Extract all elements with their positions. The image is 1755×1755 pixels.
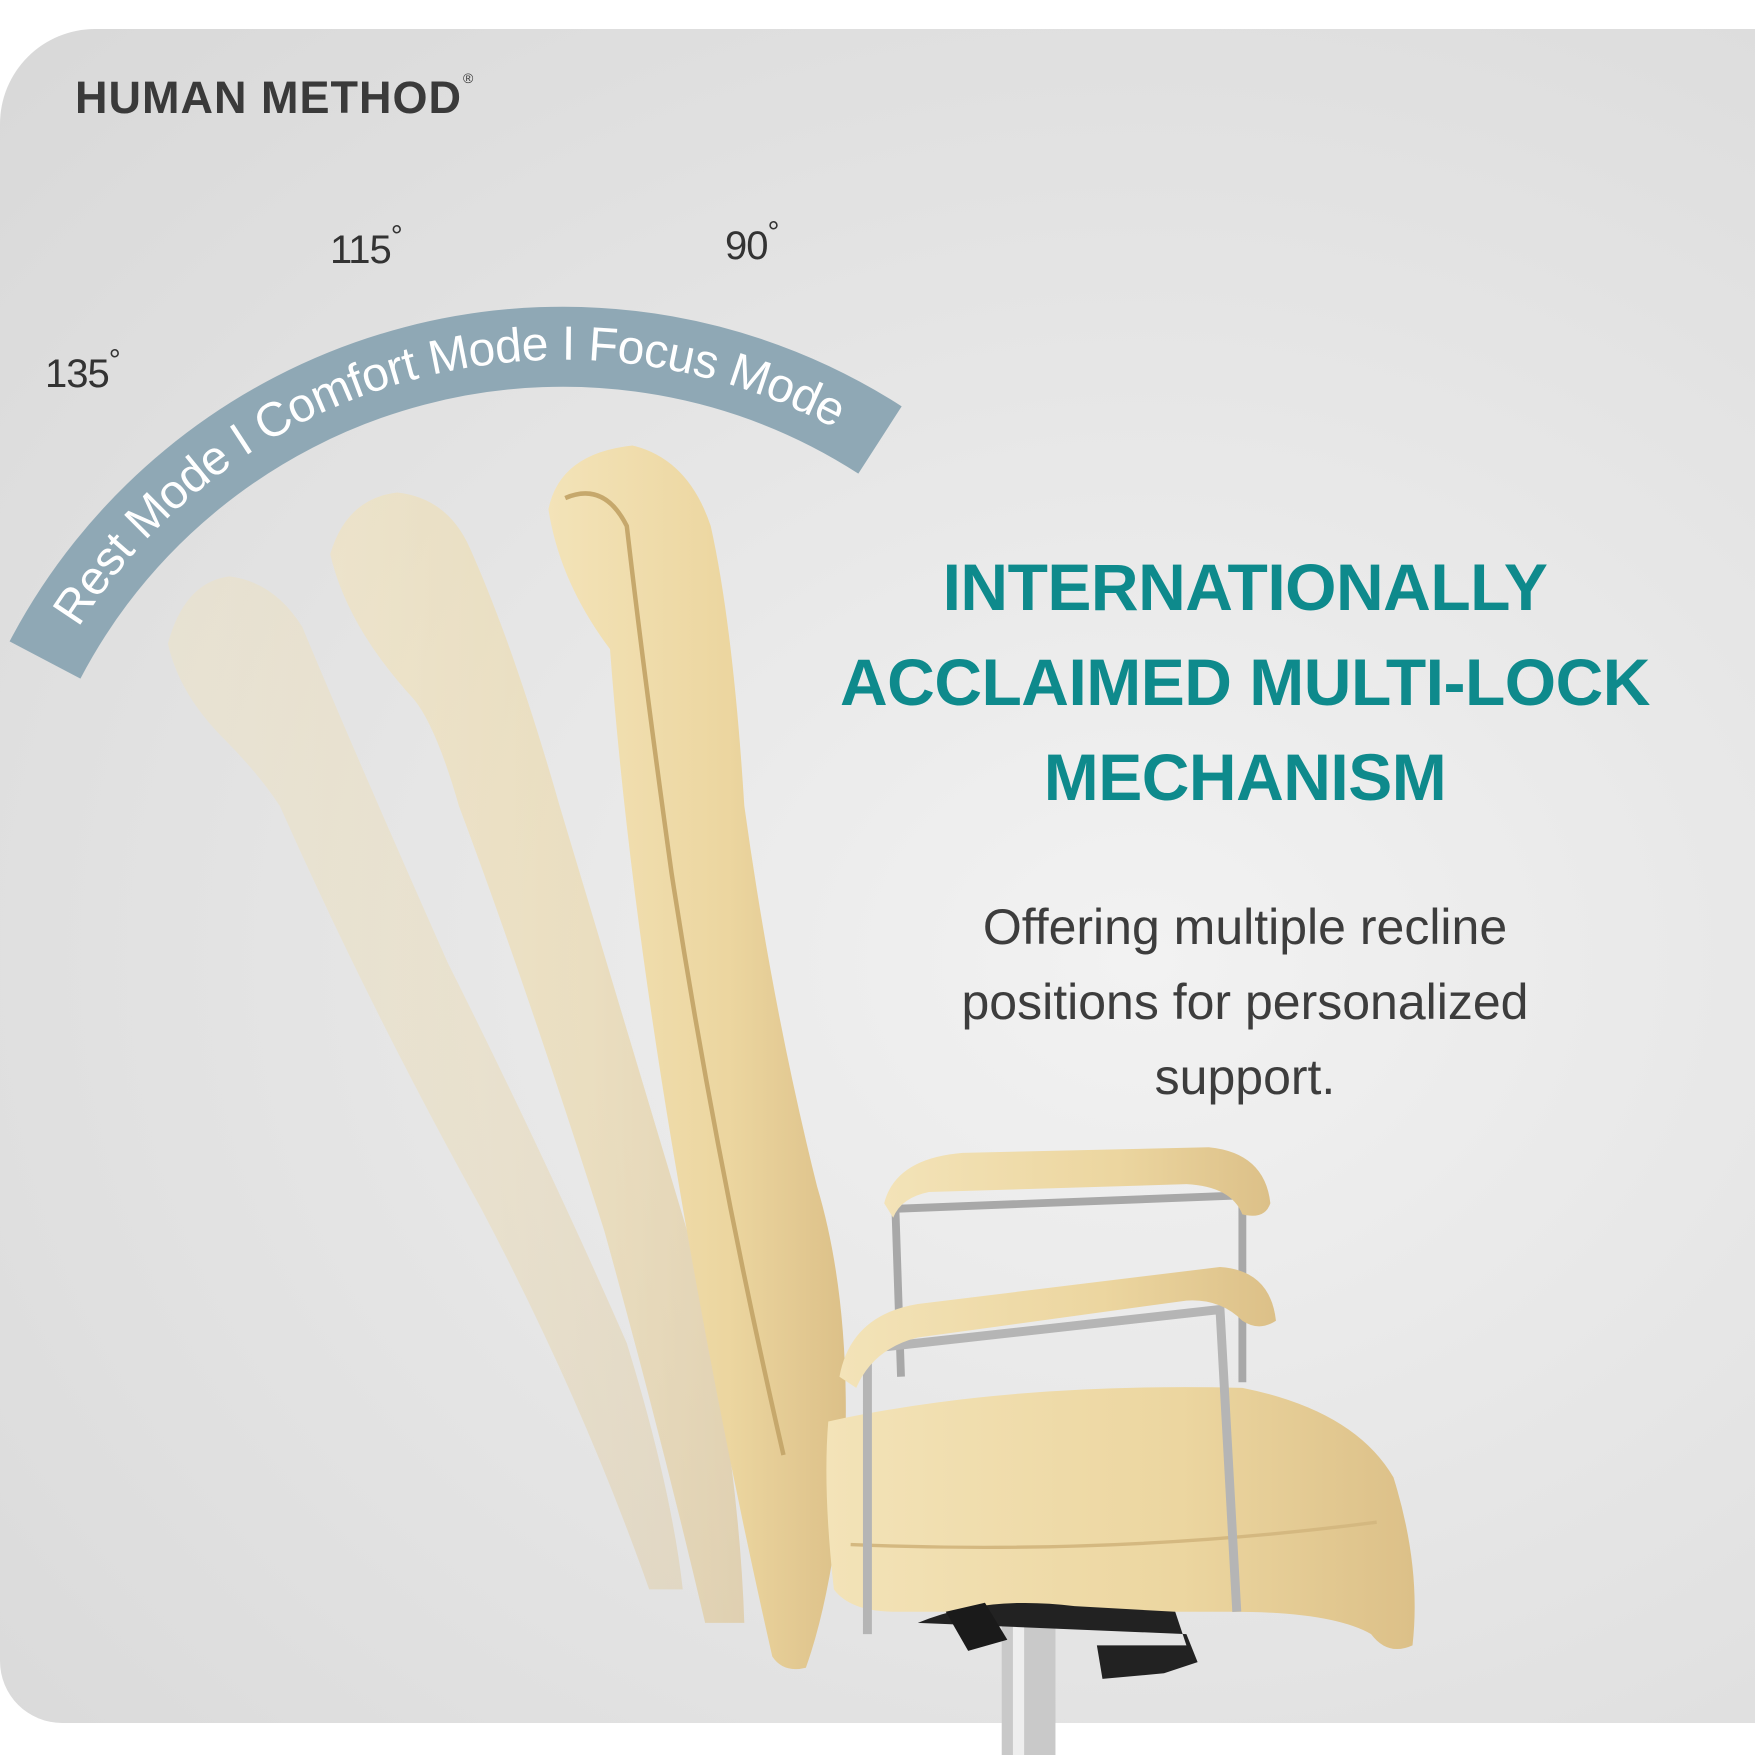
description: Offering multiple recline positions for … bbox=[850, 890, 1640, 1115]
seat bbox=[826, 1387, 1415, 1650]
registered-mark: ® bbox=[462, 70, 475, 86]
description-line: Offering multiple recline bbox=[982, 899, 1508, 955]
description-line: positions for personalized bbox=[961, 974, 1529, 1030]
svg-text:Rest Mode I Comfort Mode I Foc: Rest Mode I Comfort Mode I Focus Mode bbox=[43, 317, 854, 633]
angle-label-115: 115° bbox=[330, 220, 403, 273]
angle-label-135: 135° bbox=[45, 344, 121, 397]
brand-name: HUMAN METHOD bbox=[75, 72, 462, 123]
angle-label-90: 90° bbox=[725, 216, 780, 269]
degree-symbol: ° bbox=[108, 344, 121, 377]
angle-value: 115 bbox=[330, 228, 392, 272]
angle-value: 135 bbox=[45, 352, 110, 396]
degree-symbol: ° bbox=[767, 216, 780, 249]
armrests bbox=[839, 1147, 1276, 1635]
headline: INTERNATIONALLY ACCLAIMED MULTI-LOCK MEC… bbox=[790, 540, 1700, 825]
headline-line: MECHANISM bbox=[1043, 740, 1447, 814]
backrest-135 bbox=[167, 576, 683, 1590]
backrest-90 bbox=[548, 445, 846, 1670]
chair-base bbox=[917, 1602, 1198, 1755]
angle-value: 90 bbox=[725, 224, 768, 268]
backrest-115 bbox=[330, 492, 745, 1623]
description-line: support. bbox=[1154, 1049, 1336, 1105]
modes-arc-text: Rest Mode I Comfort Mode I Focus Mode bbox=[43, 317, 854, 633]
headline-line: INTERNATIONALLY bbox=[942, 550, 1548, 624]
headline-line: ACCLAIMED MULTI-LOCK bbox=[840, 645, 1650, 719]
degree-symbol: ° bbox=[390, 220, 403, 253]
brand-logo: HUMAN METHOD® bbox=[75, 70, 475, 124]
